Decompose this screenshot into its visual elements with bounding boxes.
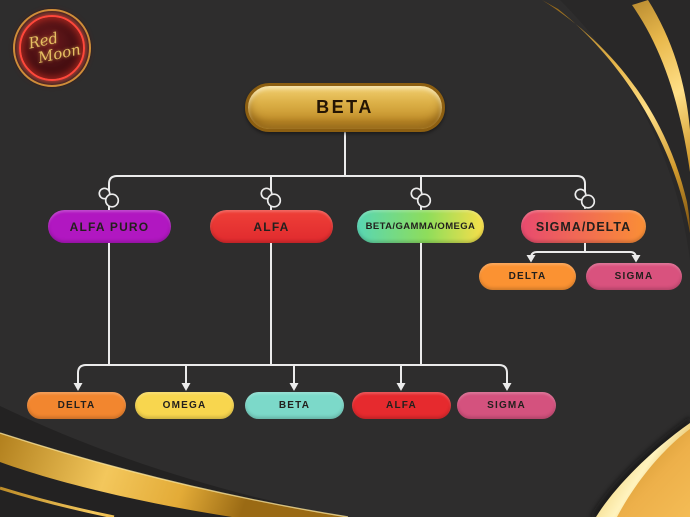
arrowhead — [631, 255, 641, 263]
gold-swoosh-top-right-small — [632, 0, 690, 172]
node-sd-child-sigma: SIGMA — [586, 263, 682, 290]
red-moon-logo: Red Moon — [13, 9, 91, 87]
curl-underside — [616, 428, 690, 517]
link-circles-icon — [574, 188, 596, 209]
arrowhead — [396, 383, 406, 391]
arrowhead — [502, 383, 512, 391]
node-alfa-puro: ALFA PURO — [48, 210, 171, 243]
gold-thin-line-bottom-left — [0, 486, 115, 517]
edge-sd-bar — [530, 251, 637, 259]
gold-ribbon-highlight — [0, 432, 349, 517]
edge-top-bar — [108, 175, 586, 211]
curl-fold — [596, 423, 690, 517]
node-bottom-omega: OMEGA — [135, 392, 234, 419]
node-bottom-beta: BETA — [245, 392, 344, 419]
logo-wordmark: Red Moon — [8, 4, 96, 92]
arrowhead — [526, 255, 536, 263]
node-beta-root: BETA — [245, 83, 445, 132]
link-circles-icon — [410, 187, 432, 208]
arrowhead — [289, 383, 299, 391]
corner-shade-bottom-left — [0, 406, 345, 517]
corner-shade-top-right — [560, 0, 690, 260]
arrowhead — [181, 383, 191, 391]
node-alfa: ALFA — [210, 210, 333, 243]
arrowhead — [73, 383, 83, 391]
node-bottom-sigma: SIGMA — [457, 392, 556, 419]
link-circles-icon — [98, 187, 120, 208]
edge-bottom-bar — [77, 364, 508, 385]
node-sigma-delta: SIGMA/DELTA — [521, 210, 646, 243]
node-bottom-delta: DELTA — [27, 392, 126, 419]
logo-neon-ring — [19, 15, 85, 81]
node-sd-child-delta: DELTA — [479, 263, 576, 290]
link-circles-icon — [260, 187, 282, 208]
node-bottom-alfa: ALFA — [352, 392, 451, 419]
gold-ribbon-bottom-left — [0, 433, 348, 517]
node-beta-gamma-omega: BETA/GAMMA/OMEGA — [357, 210, 484, 243]
